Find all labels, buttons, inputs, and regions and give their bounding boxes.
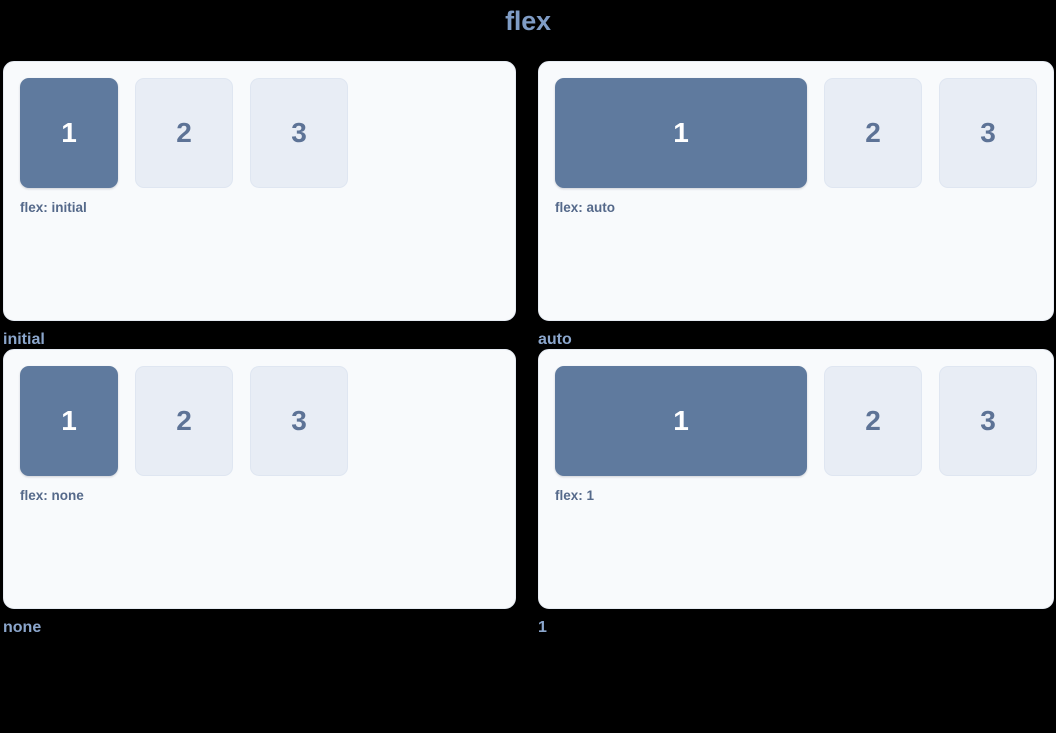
- flex-item-label: 1: [673, 405, 689, 436]
- flex-item-2[interactable]: 2: [135, 366, 233, 476]
- flex-demo-grid: 1 2 3 flex: initial initial 1: [3, 61, 1054, 637]
- demo-label-auto: auto: [538, 331, 572, 348]
- panel-caption: flex: 1: [555, 488, 595, 503]
- flex-item-label: 3: [980, 405, 996, 436]
- flex-item-label: 1: [61, 117, 77, 148]
- demo-cell-auto: 1 2 3 flex: auto auto: [538, 61, 1054, 349]
- flex-item-2[interactable]: 2: [824, 78, 922, 188]
- items-row: 1 2 3: [555, 78, 1037, 188]
- demo-cell-none: 1 2 3 flex: none none: [3, 349, 516, 637]
- demo-cell-one: 1 2 3 flex: 1 1: [538, 349, 1054, 637]
- flex-item-3[interactable]: 3: [250, 78, 348, 188]
- demo-label-none: none: [3, 619, 42, 636]
- items-row: 1 2 3: [20, 366, 499, 476]
- flex-container-initial: 1 2 3 flex: initial: [3, 61, 516, 321]
- flex-container-auto: 1 2 3 flex: auto: [538, 61, 1054, 321]
- flex-container-one: 1 2 3 flex: 1: [538, 349, 1054, 609]
- flex-item-1[interactable]: 1: [20, 366, 118, 476]
- panel-caption: flex: auto: [555, 200, 616, 215]
- flex-item-label: 2: [865, 405, 881, 436]
- flex-item-label: 2: [176, 405, 192, 436]
- flex-item-label: 3: [291, 405, 307, 436]
- panel-caption: flex: none: [20, 488, 84, 503]
- flex-item-label: 2: [176, 117, 192, 148]
- items-row: 1 2 3: [555, 366, 1037, 476]
- panel-caption: flex: initial: [20, 200, 87, 215]
- demo-label-one: 1: [538, 619, 547, 636]
- flex-item-label: 1: [61, 405, 77, 436]
- flex-item-label: 2: [865, 117, 881, 148]
- flex-item-label: 1: [673, 117, 689, 148]
- flex-item-2[interactable]: 2: [135, 78, 233, 188]
- items-row: 1 2 3: [20, 78, 499, 188]
- flex-item-3[interactable]: 3: [939, 366, 1037, 476]
- flex-item-3[interactable]: 3: [939, 78, 1037, 188]
- flex-container-none: 1 2 3 flex: none: [3, 349, 516, 609]
- flex-item-2[interactable]: 2: [824, 366, 922, 476]
- flex-item-label: 3: [980, 117, 996, 148]
- flex-item-1[interactable]: 1: [555, 78, 807, 188]
- flex-item-3[interactable]: 3: [250, 366, 348, 476]
- demo-label-initial: initial: [3, 331, 45, 348]
- flex-item-1[interactable]: 1: [20, 78, 118, 188]
- flex-item-label: 3: [291, 117, 307, 148]
- page-title: flex: [505, 6, 551, 36]
- flex-item-1[interactable]: 1: [555, 366, 807, 476]
- demo-cell-initial: 1 2 3 flex: initial initial: [3, 61, 516, 349]
